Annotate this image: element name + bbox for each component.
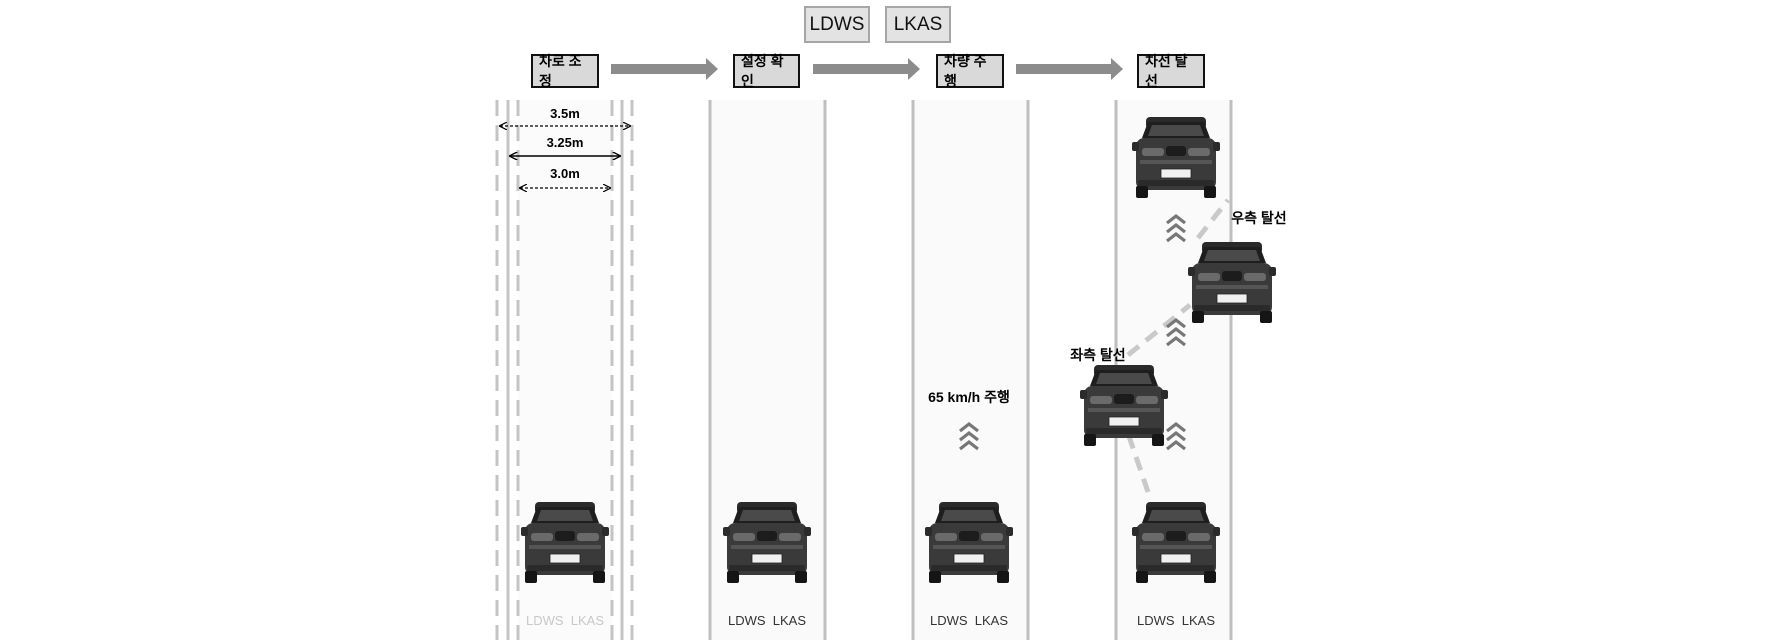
step-lane-adjust-label: 차로 조정 bbox=[539, 53, 582, 89]
width-3-5m-label: 3.5m bbox=[550, 106, 580, 121]
lane-1-mode-label: LDWS LKAS bbox=[526, 613, 604, 628]
step-driving-label: 차량 주행 bbox=[944, 53, 987, 89]
process-arrow bbox=[1016, 58, 1123, 80]
mode-lkas-box: LKAS bbox=[885, 6, 951, 43]
lane-3-mode-label: LDWS LKAS bbox=[930, 613, 1008, 628]
departure-path bbox=[1126, 303, 1192, 357]
right-departure-label: 우측 탈선 bbox=[1231, 210, 1286, 226]
mode-ldws-box: LDWS bbox=[804, 6, 870, 43]
lane-2-mode-label: LDWS LKAS bbox=[728, 613, 806, 628]
step-lane-departure-label: 차선 탈선 bbox=[1145, 53, 1188, 89]
mode-ldws-label: LDWS bbox=[809, 13, 865, 35]
process-arrow bbox=[813, 58, 920, 80]
step-setting-check-box: 설정 확인 bbox=[733, 53, 800, 89]
departure-path bbox=[1196, 198, 1230, 240]
width-3-25m-label: 3.25m bbox=[547, 135, 584, 150]
mode-lkas-label: LKAS bbox=[893, 13, 943, 35]
process-arrow bbox=[611, 58, 718, 80]
step-setting-check-label: 설정 확인 bbox=[741, 53, 784, 89]
left-departure-label: 좌측 탈선 bbox=[1070, 347, 1125, 363]
step-lane-adjust-box: 차로 조정 bbox=[531, 53, 599, 89]
step-driving-box: 차량 주행 bbox=[936, 53, 1004, 89]
width-3-0m-label: 3.0m bbox=[550, 166, 580, 181]
step-lane-departure-box: 차선 탈선 bbox=[1137, 53, 1205, 89]
speed-label: 65 km/h 주행 bbox=[928, 389, 1010, 405]
lane-4-mode-label: LDWS LKAS bbox=[1137, 613, 1215, 628]
